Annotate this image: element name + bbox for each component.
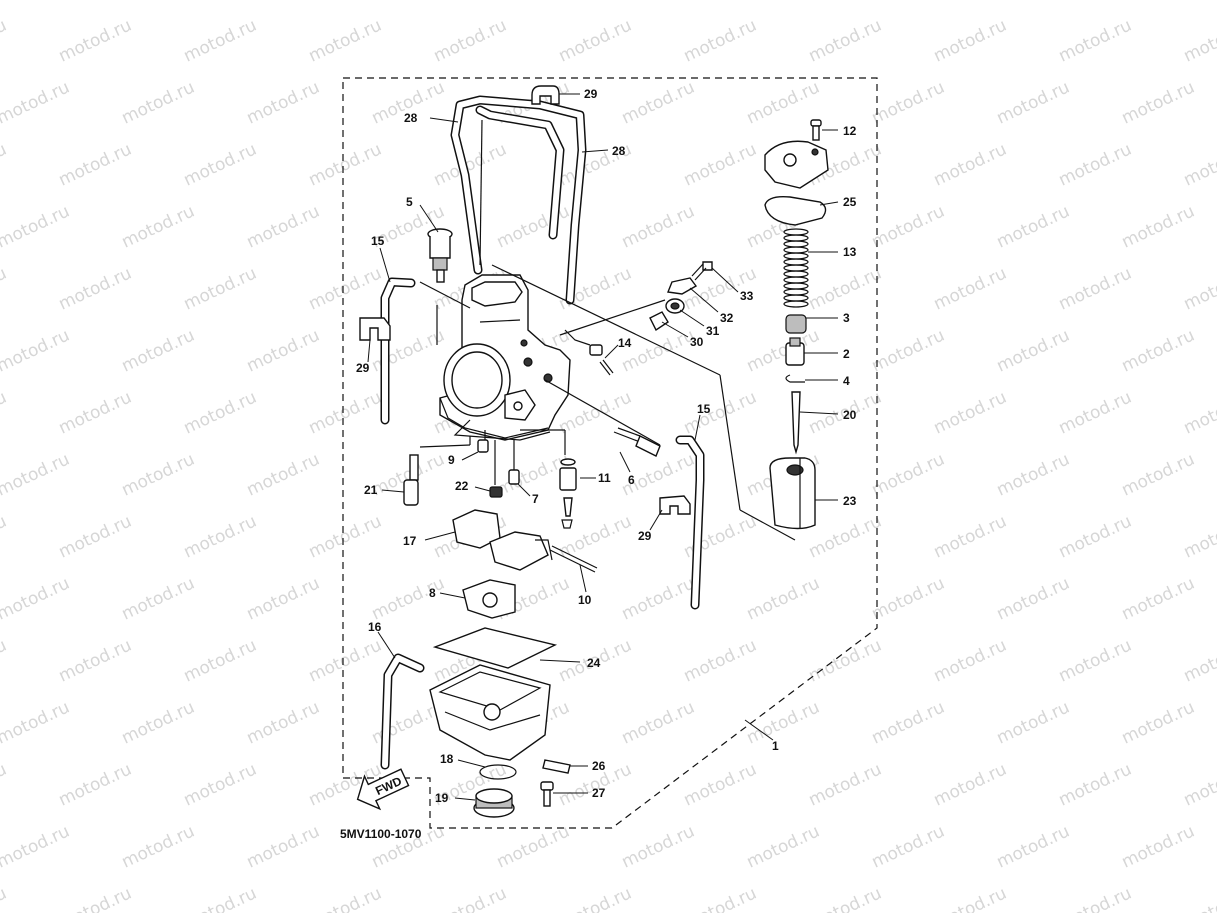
part-17-float [452, 509, 553, 571]
callout-31: 31 [706, 324, 720, 338]
part-10-pin [549, 545, 598, 573]
diagram-code: 5MV1100-1070 [340, 827, 422, 841]
callout-4: 4 [843, 374, 850, 388]
callout-33: 33 [740, 289, 754, 303]
callout-13: 13 [843, 245, 857, 259]
part-9-jet [477, 439, 489, 453]
callout-20: 20 [843, 408, 857, 422]
callout-18: 18 [440, 752, 454, 766]
callout-25: 25 [843, 195, 857, 209]
callout-1: 1 [772, 739, 779, 753]
callout-23: 23 [843, 494, 857, 508]
callout-29c: 29 [638, 529, 652, 543]
callout-12: 12 [843, 124, 857, 138]
callout-6: 6 [628, 473, 635, 487]
callout-9: 9 [448, 453, 455, 467]
callout-5: 5 [406, 195, 413, 209]
callout-21: 21 [364, 483, 378, 497]
callout-29a: 29 [584, 87, 598, 101]
callout-27: 27 [592, 786, 606, 800]
part-31-cap [665, 298, 685, 314]
assembly-boundary [342, 77, 878, 829]
part-18-o-ring [479, 764, 517, 780]
hose-clip-29-left [359, 317, 391, 341]
callout-15a: 15 [371, 234, 385, 248]
guide-lines [419, 264, 796, 541]
part-2-clip-holder [785, 337, 805, 366]
vent-hoses-28 [450, 95, 587, 305]
callout-26: 26 [592, 759, 606, 773]
callout-labels: 29 28 28 12 25 5 15 13 33 32 31 30 3 14 … [356, 87, 857, 805]
float-bowl [429, 664, 551, 761]
hose-clip-29-top [531, 85, 560, 105]
callout-28b: 28 [612, 144, 626, 158]
part-3-holder [785, 314, 807, 334]
part-24-gasket [432, 627, 558, 669]
callout-2: 2 [843, 347, 850, 361]
part-32-plate [667, 277, 698, 295]
part-top-cover [764, 140, 829, 189]
part-14-screw [589, 344, 614, 376]
spring-coil [783, 300, 809, 308]
callout-22: 22 [455, 479, 469, 493]
part-20-needle [791, 391, 801, 455]
part-21-screw [403, 454, 419, 506]
callout-10: 10 [578, 593, 592, 607]
part-12-screw [810, 119, 822, 141]
callout-28a: 28 [404, 111, 418, 125]
callout-30: 30 [690, 335, 704, 349]
hose-15-right [675, 435, 705, 610]
part-33-screw [691, 261, 713, 281]
hose-16 [380, 653, 425, 770]
part-19-plug [473, 788, 515, 818]
leader-lines [367, 93, 839, 801]
callout-11: 11 [598, 471, 611, 485]
callout-32: 32 [720, 311, 734, 325]
hose-clip-29-right [659, 495, 691, 515]
callout-8: 8 [429, 586, 436, 600]
part-25-gasket [764, 195, 827, 226]
part-26-plate [542, 759, 571, 774]
callout-19: 19 [435, 791, 449, 805]
callout-14: 14 [618, 336, 632, 350]
callout-3: 3 [843, 311, 850, 325]
part-22-jet [489, 486, 503, 498]
callout-24: 24 [587, 656, 601, 670]
callout-15b: 15 [697, 402, 711, 416]
part-13-spring [783, 228, 809, 308]
hose-15-left [380, 277, 416, 425]
callout-7: 7 [532, 492, 539, 506]
part-5-fitting [427, 228, 453, 283]
callout-29b: 29 [356, 361, 370, 375]
part-11-needle-valve [559, 458, 577, 529]
callout-16: 16 [368, 620, 382, 634]
carburetor-body [439, 274, 571, 441]
part-6-screw-spring [613, 427, 661, 457]
callout-17: 17 [403, 534, 417, 548]
part-27-screw [540, 781, 554, 807]
part-30-plunger [649, 311, 669, 332]
part-23-throttle-valve [769, 457, 816, 530]
part-7-jet [508, 469, 520, 485]
watermark-text: motod.ru [0, 883, 10, 913]
part-8-bracket [462, 579, 516, 619]
part-4-clip [785, 374, 805, 383]
